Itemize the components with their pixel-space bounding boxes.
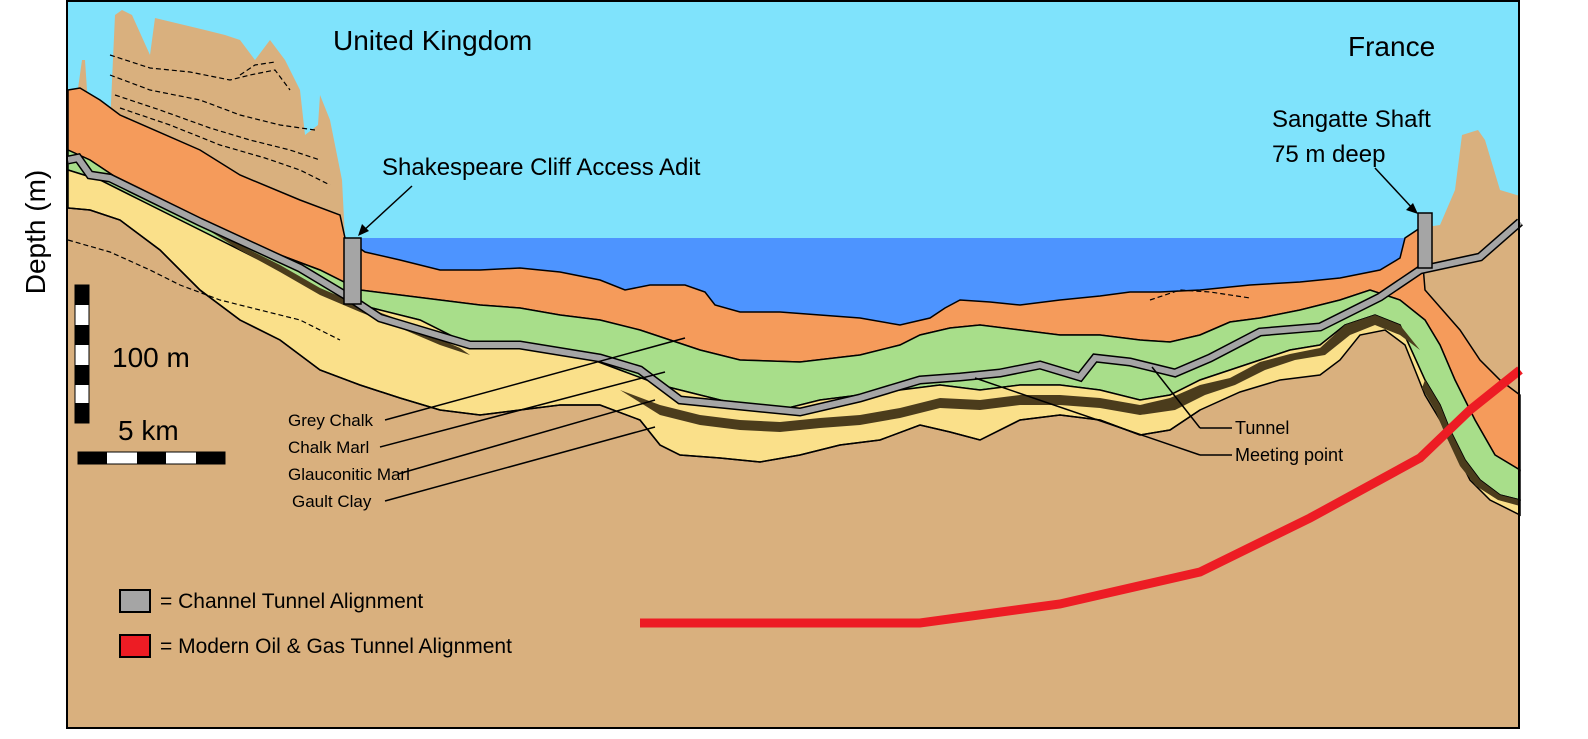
label-tunnel: Tunnel: [1235, 418, 1289, 438]
label-france: France: [1348, 31, 1435, 62]
scale-label-vertical: 100 m: [112, 342, 190, 373]
layer-label-grey-chalk: Grey Chalk: [288, 411, 374, 430]
sangatte-shaft: [1417, 212, 1433, 269]
gault-clay-streak: [620, 315, 1420, 432]
glauconitic-marl-leader: [397, 399, 656, 475]
ground-outline: [67, 207, 1201, 463]
subsurface-strata-line: [67, 239, 341, 341]
sangatte-arrowhead: [1406, 203, 1418, 214]
legend-swatch-channel-tunnel: [119, 589, 151, 613]
vertical-scale-segment: [75, 403, 89, 423]
meeting-point-leader-diag: [974, 377, 1201, 456]
label-sangatte-shaft: Sangatte Shaft: [1272, 106, 1431, 133]
horizontal-scale-segment: [137, 452, 166, 464]
vertical-scale-segment: [75, 325, 89, 345]
scale-label-horizontal: 5 km: [118, 415, 179, 446]
gault-clay-leader: [384, 426, 656, 502]
cliff-strata-line: [109, 74, 316, 131]
vertical-scale-bar: [74, 284, 90, 424]
horizontal-scale-segment: [196, 452, 225, 464]
layer-label-chalk-marl: Chalk Marl: [288, 438, 369, 457]
legend-label-channel-tunnel: = Channel Tunnel Alignment: [160, 590, 423, 613]
cliff-strata-line: [119, 107, 331, 186]
layer-label-gault-clay: Gault Clay: [292, 492, 372, 511]
label-shakespeare-cliff: Shakespeare Cliff Access Adit: [382, 154, 701, 181]
legend-label-oil-gas-tunnel: = Modern Oil & Gas Tunnel Alignment: [160, 635, 512, 658]
horizontal-scale-segment: [78, 452, 107, 464]
gault-clay-streak: [1422, 380, 1520, 506]
cliff-strata-line: [109, 54, 291, 91]
cliff-strata-line: [239, 61, 276, 76]
label-sangatte-depth: 75 m deep: [1272, 141, 1385, 168]
grey-chalk-leader: [384, 337, 686, 421]
sangatte-arrow: [1374, 167, 1415, 211]
chalk-marl-leader: [379, 371, 666, 448]
oil-gas-tunnel-alignment: [640, 366, 1523, 628]
vertical-scale-segment: [75, 285, 89, 305]
vertical-scale-segment: [75, 365, 89, 385]
legend-swatch-oil-gas-tunnel: [119, 634, 151, 658]
label-united-kingdom: United Kingdom: [333, 25, 532, 56]
cliff-strata-line: [114, 94, 321, 161]
label-meeting-point: Meeting point: [1235, 445, 1343, 465]
layer-label-glauconitic-marl: Glauconitic Marl: [288, 465, 410, 484]
tunnel-leader-diag: [1151, 366, 1201, 429]
shakespeare-arrow: [361, 185, 413, 233]
subsurface-strata-line: [1149, 289, 1251, 301]
shakespeare-cliff-adit: [343, 237, 362, 305]
shakespeare-arrowhead: [358, 224, 369, 236]
sky-area: [68, 1, 1520, 238]
diagram-frame: [66, 0, 1520, 729]
sea-area: [345, 238, 1405, 325]
y-axis-title: Depth (m): [20, 169, 51, 295]
channel-tunnel-alignment: [67, 154, 1522, 416]
